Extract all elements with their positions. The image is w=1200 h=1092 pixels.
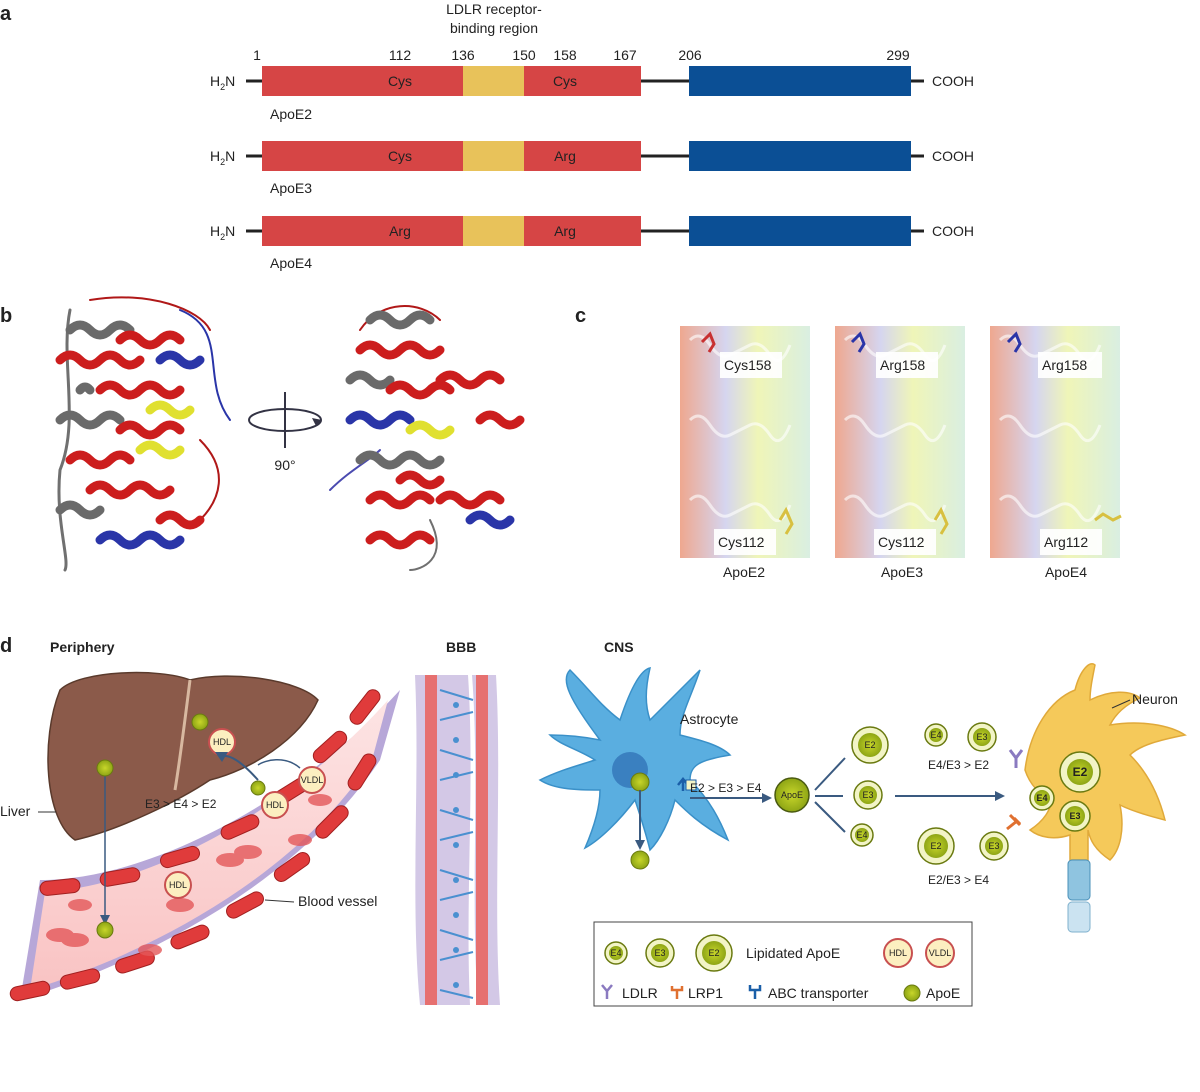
apoe-particle-label: ApoE bbox=[781, 790, 803, 800]
bbb-heading: BBB bbox=[446, 639, 476, 655]
cns-heading: CNS bbox=[604, 639, 634, 655]
isoform-bar-apoe4: H2N Arg Arg COOH ApoE4 bbox=[210, 216, 974, 271]
top-residue-apoe3: Arg158 bbox=[880, 357, 925, 373]
residue-112-apoe4: Arg bbox=[389, 223, 411, 239]
structure-name-apoe2: ApoE2 bbox=[723, 564, 765, 580]
bottom-residue-apoe4: Arg112 bbox=[1044, 534, 1088, 550]
legend-e4: E4 bbox=[610, 948, 621, 958]
isoform-bar-apoe2: H2N Cys Cys COOH ApoE2 bbox=[210, 66, 974, 122]
panel-letter-d: d bbox=[0, 635, 12, 657]
c-terminus-label: COOH bbox=[932, 148, 974, 164]
liver: Liver bbox=[0, 671, 319, 939]
legend-vldl: VLDL bbox=[929, 948, 952, 958]
hdl-label: HDL bbox=[169, 880, 187, 890]
panel-letter-b: b bbox=[0, 305, 12, 327]
residue-position-numbers: 1 112 136 150 158 167 206 299 bbox=[253, 47, 910, 63]
receptor-binding-particles: E4 E3 E4/E3 > E2 E2 E3 E2/E3 > E4 bbox=[917, 722, 1009, 887]
position-299: 299 bbox=[886, 47, 910, 63]
rotation-arrow: 90° bbox=[248, 392, 322, 473]
isoform-name-apoe4: ApoE4 bbox=[270, 255, 312, 271]
apoe-icon bbox=[903, 984, 921, 1002]
periphery-heading: Periphery bbox=[50, 639, 115, 655]
e3-particle-label: E3 bbox=[976, 732, 987, 742]
residue-112-apoe2: Cys bbox=[388, 73, 412, 89]
c-terminus-label: COOH bbox=[932, 73, 974, 89]
abc-transporter-icon bbox=[748, 985, 762, 999]
binding-region-label-2: binding region bbox=[450, 20, 538, 36]
e2-particle-label: E2 bbox=[864, 740, 875, 750]
e4-particle-label: E4 bbox=[856, 830, 867, 840]
lrp1-icon bbox=[670, 986, 684, 999]
isoform-bar-apoe3: H2N Cys Arg COOH ApoE3 bbox=[210, 141, 974, 196]
legend-abc-transporter: ABC transporter bbox=[768, 985, 869, 1001]
secretion-order: E2 > E3 > E4 bbox=[690, 781, 762, 795]
legend-lipidated-apoe: Lipidated ApoE bbox=[746, 945, 840, 961]
astrocyte: Astrocyte E2 > E3 > E4 bbox=[538, 667, 772, 870]
bottom-residue-apoe2: Cys112 bbox=[718, 534, 765, 550]
liver-label: Liver bbox=[0, 803, 31, 819]
n-terminus-label: H2N bbox=[210, 148, 235, 167]
structure-name-apoe3: ApoE3 bbox=[881, 564, 923, 580]
legend-e2: E2 bbox=[708, 948, 719, 958]
panel-letter-a: a bbox=[0, 3, 12, 25]
blood-brain-barrier bbox=[415, 675, 500, 1005]
n-terminus-label: H2N bbox=[210, 223, 235, 242]
helix-view-apoe2: Cys158 Cys112 ApoE2 bbox=[680, 326, 810, 580]
helix-view-apoe4: Arg158 Arg112 ApoE4 bbox=[990, 326, 1122, 580]
legend-apoe: ApoE bbox=[926, 985, 960, 1001]
periphery-affinity-order: E3 > E4 > E2 bbox=[145, 797, 217, 811]
legend: E4 E3 E2 Lipidated ApoE HDL VLDL LDLR LR… bbox=[593, 921, 973, 1007]
top-residue-apoe2: Cys158 bbox=[724, 357, 772, 373]
e3-particle-label: E3 bbox=[1069, 811, 1080, 821]
hdl-label: HDL bbox=[266, 800, 284, 810]
ldlr-affinity-order: E4/E3 > E2 bbox=[928, 758, 989, 772]
position-167: 167 bbox=[613, 47, 637, 63]
rotation-label: 90° bbox=[274, 457, 295, 473]
hdl-label: HDL bbox=[213, 737, 231, 747]
ldlr-icon bbox=[601, 984, 613, 999]
e4-particle-label: E4 bbox=[1036, 793, 1047, 803]
panel-letter-c: c bbox=[575, 305, 586, 327]
position-150: 150 bbox=[512, 47, 536, 63]
periphery-lipoproteins: HDL HDL VLDL HDL E3 > E4 > E2 bbox=[145, 728, 326, 899]
binding-region-label-1: LDLR receptor- bbox=[446, 1, 542, 17]
residue-158-apoe4: Arg bbox=[554, 223, 576, 239]
residue-112-apoe3: Cys bbox=[388, 148, 412, 164]
structure-name-apoe4: ApoE4 bbox=[1045, 564, 1087, 580]
residue-158-apoe3: Arg bbox=[554, 148, 576, 164]
legend-hdl: HDL bbox=[889, 948, 907, 958]
secreted-apoe-particles: ApoE E2 E3 E4 bbox=[774, 726, 1005, 847]
neuron-label: Neuron bbox=[1132, 691, 1178, 707]
e3-particle-label: E3 bbox=[862, 790, 873, 800]
vldl-label: VLDL bbox=[301, 775, 324, 785]
top-residue-apoe4: Arg158 bbox=[1042, 357, 1087, 373]
neuron: E2 E4 E3 Neuron bbox=[1006, 663, 1187, 933]
astrocyte-label: Astrocyte bbox=[680, 711, 739, 727]
legend-e3: E3 bbox=[654, 948, 665, 958]
legend-ldlr: LDLR bbox=[622, 985, 658, 1001]
isoform-name-apoe3: ApoE3 bbox=[270, 180, 312, 196]
position-1: 1 bbox=[253, 47, 261, 63]
position-136: 136 bbox=[451, 47, 475, 63]
helix-view-apoe3: Arg158 Cys112 ApoE3 bbox=[835, 326, 965, 580]
e2-particle-label: E2 bbox=[1073, 765, 1088, 779]
blood-vessel-label: Blood vessel bbox=[298, 893, 377, 909]
e2-particle-label: E2 bbox=[930, 841, 941, 851]
residue-158-apoe2: Cys bbox=[553, 73, 577, 89]
position-206: 206 bbox=[678, 47, 702, 63]
position-112: 112 bbox=[389, 47, 412, 63]
lrp1-affinity-order: E2/E3 > E4 bbox=[928, 873, 989, 887]
protein-structure-front bbox=[55, 296, 231, 572]
e3-particle-label: E3 bbox=[988, 841, 999, 851]
protein-structure-rotated bbox=[329, 305, 525, 571]
legend-lrp1: LRP1 bbox=[688, 985, 723, 1001]
position-158: 158 bbox=[553, 47, 577, 63]
n-terminus-label: H2N bbox=[210, 73, 235, 92]
e4-particle-label: E4 bbox=[930, 730, 941, 740]
bottom-residue-apoe3: Cys112 bbox=[878, 534, 925, 550]
c-terminus-label: COOH bbox=[932, 223, 974, 239]
isoform-name-apoe2: ApoE2 bbox=[270, 106, 312, 122]
